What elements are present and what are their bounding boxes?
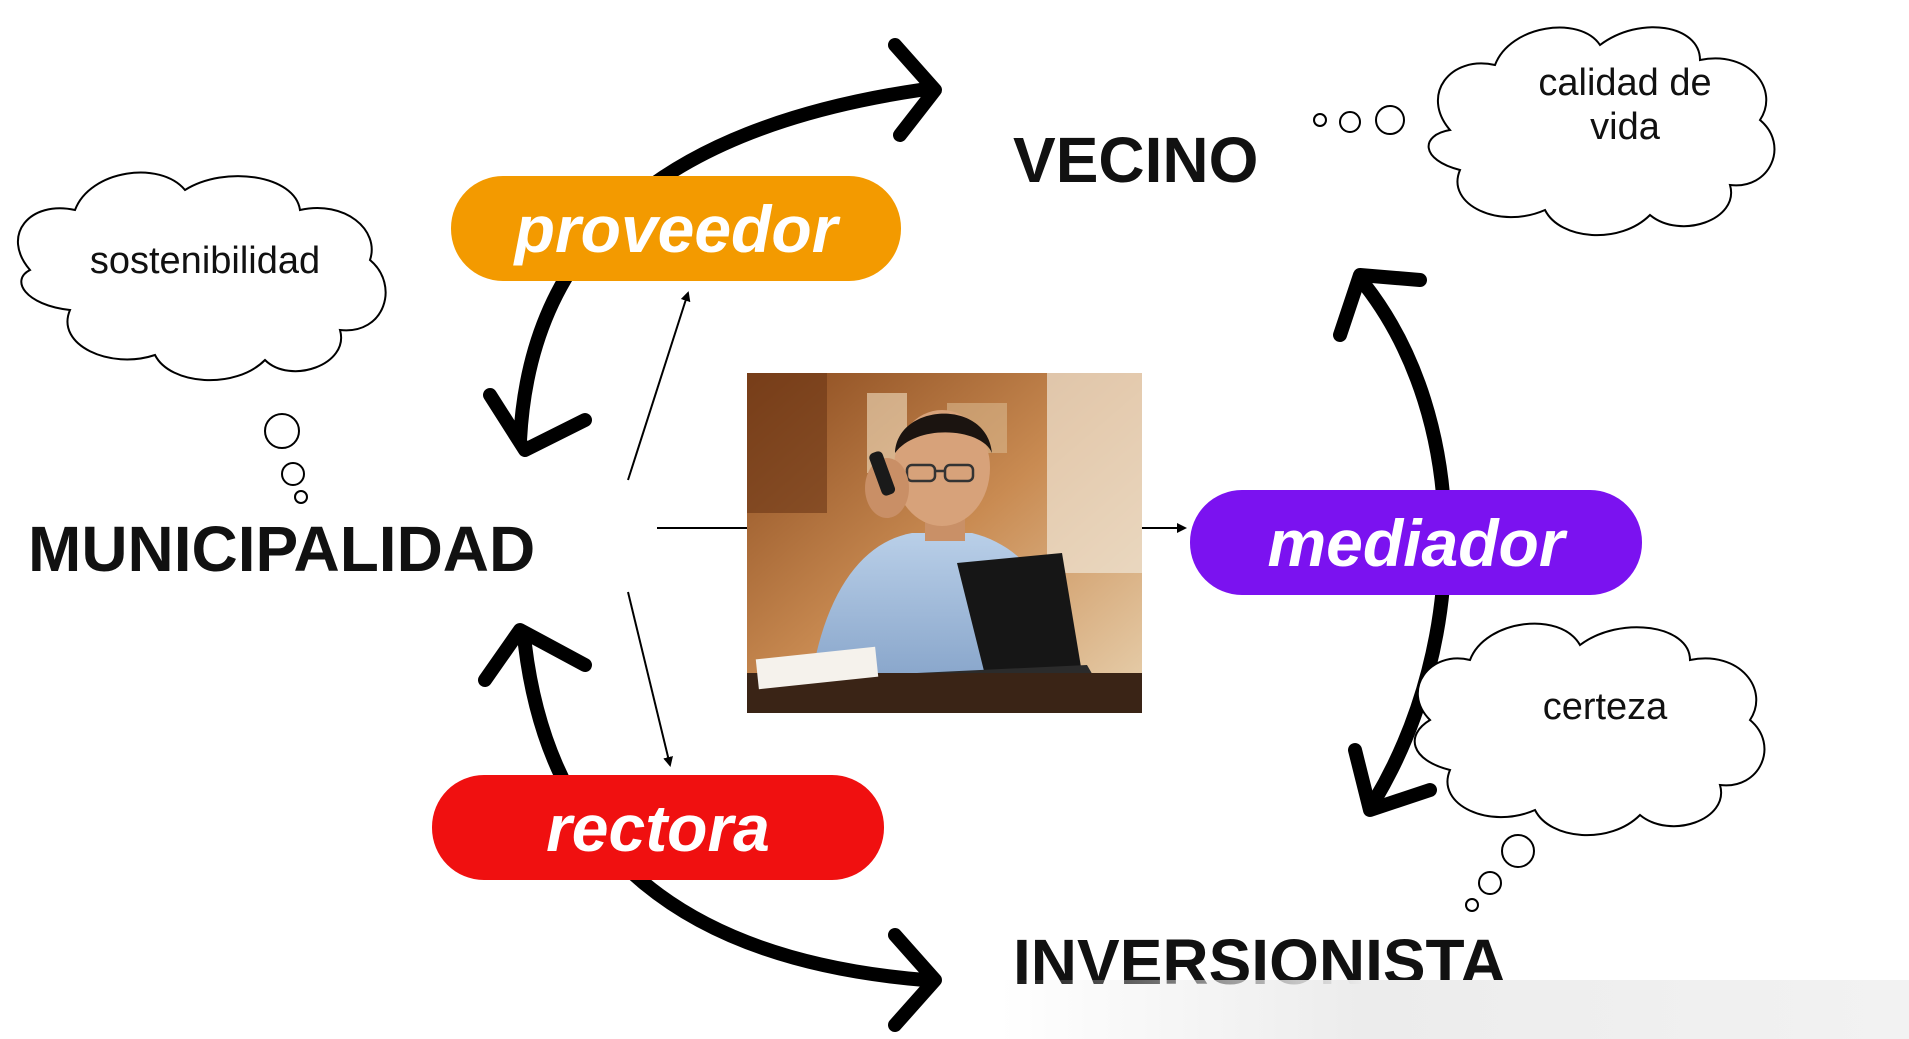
thought-bubble-vecino-2 bbox=[1339, 111, 1361, 133]
background-fade bbox=[1000, 980, 1909, 1039]
role-rectora: rectora bbox=[432, 775, 884, 880]
photo-illustration bbox=[747, 373, 1142, 713]
node-municipalidad: MUNICIPALIDAD bbox=[28, 513, 536, 585]
cloud-text-calidad-de-vida: calidad de vida bbox=[1505, 62, 1745, 149]
cloud-text-sostenibilidad: sostenibilidad bbox=[89, 240, 321, 282]
thought-cloud-sostenibilidad bbox=[17, 171, 387, 381]
thought-bubble-municipalidad-1 bbox=[264, 413, 300, 449]
thought-bubble-vecino-3 bbox=[1313, 113, 1327, 127]
arrowhead-municipalidad-top bbox=[483, 388, 592, 457]
arrowhead-inversionista bbox=[888, 928, 942, 1032]
thought-cloud-calidad-de-vida bbox=[1427, 26, 1776, 236]
thought-bubble-inversionista-3 bbox=[1465, 898, 1479, 912]
thought-bubble-municipalidad-3 bbox=[294, 490, 308, 504]
cloud-text-calidad-line2: vida bbox=[1590, 105, 1660, 148]
businessman-on-phone-photo bbox=[747, 373, 1142, 713]
node-vecino: VECINO bbox=[1013, 124, 1259, 196]
role-proveedor: proveedor bbox=[451, 176, 901, 281]
thin-arrow-to-proveedor bbox=[627, 291, 691, 481]
thought-bubble-vecino-1 bbox=[1375, 105, 1405, 135]
thought-bubble-municipalidad-2 bbox=[281, 462, 305, 486]
arrowhead-inversionista-right bbox=[1348, 743, 1437, 817]
thought-cloud-certeza bbox=[1413, 622, 1766, 836]
arrowhead-municipalidad-bottom bbox=[478, 623, 592, 687]
arrowhead-vecino-top bbox=[888, 38, 942, 142]
curved-arrow-municipalidad-inversionista bbox=[518, 638, 932, 987]
role-mediador-label: mediador bbox=[1267, 505, 1565, 580]
cloud-text-calidad-line1: calidad de bbox=[1538, 62, 1712, 104]
thin-arrow-to-rectora bbox=[627, 591, 673, 767]
arrowhead-vecino-right bbox=[1333, 268, 1427, 342]
thought-bubble-inversionista-1 bbox=[1501, 834, 1535, 868]
role-rectora-label: rectora bbox=[546, 790, 770, 865]
thought-bubble-inversionista-2 bbox=[1478, 871, 1502, 895]
role-proveedor-label: proveedor bbox=[514, 191, 838, 266]
role-mediador: mediador bbox=[1190, 490, 1642, 595]
cloud-text-certeza: certeza bbox=[1542, 686, 1668, 728]
